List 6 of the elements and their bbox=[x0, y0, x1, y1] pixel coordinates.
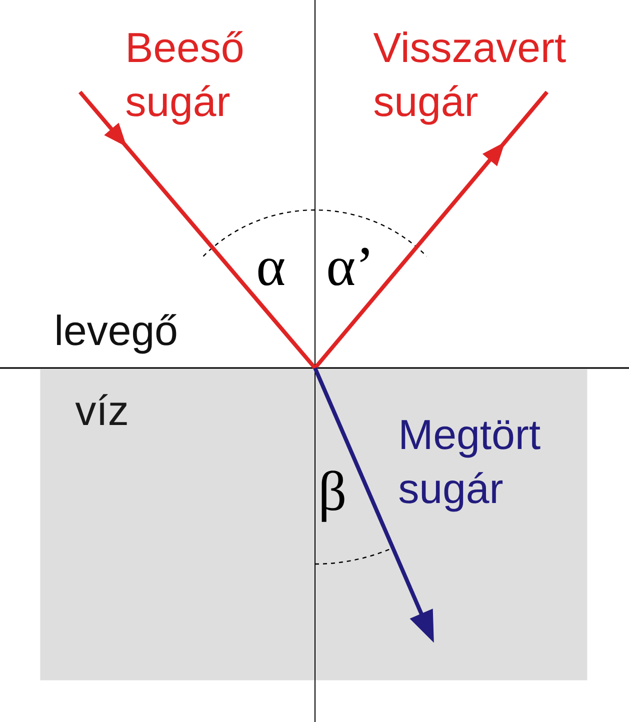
angle-symbol: α’ bbox=[328, 248, 369, 286]
ray-label: Beeső sugár bbox=[126, 31, 243, 125]
ray-label: Megtört sugár bbox=[399, 420, 540, 512]
ray-label: Visszavert sugár bbox=[373, 32, 566, 125]
angle-symbol: α bbox=[258, 258, 284, 286]
angle-symbol: β bbox=[322, 470, 344, 522]
